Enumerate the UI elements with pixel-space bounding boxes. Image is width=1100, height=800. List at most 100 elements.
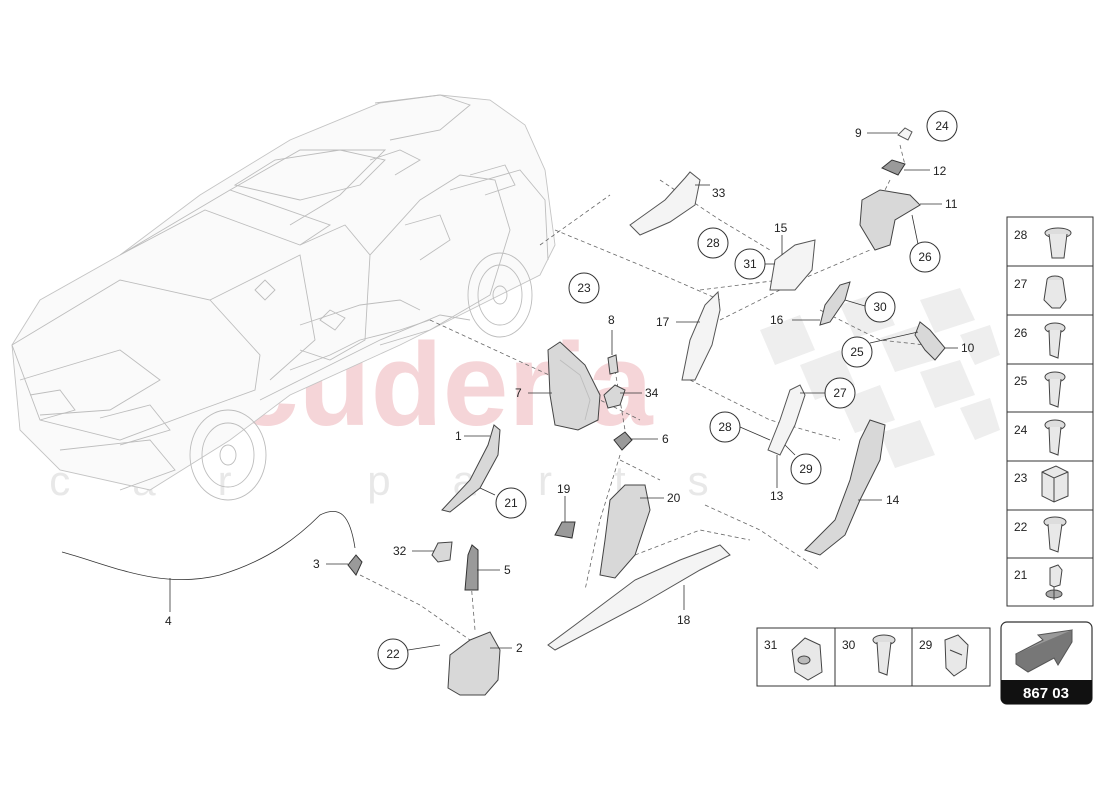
circled-31: 31 [734,248,775,280]
fastener-row-24: 24 [1014,419,1066,456]
svg-text:28: 28 [1014,228,1028,242]
svg-text:19: 19 [557,482,571,496]
part-34 [603,384,626,409]
part-33 [629,171,701,236]
fastener-row-28: 28 [1014,227,1072,259]
callout-34: 34 [620,386,659,400]
svg-text:23: 23 [577,281,591,295]
part-8 [607,354,619,375]
fastener-row-25: 25 [1014,371,1066,408]
checker-flag-watermark [760,288,1000,468]
part-3 [347,554,363,576]
circled-26: 26 [909,214,941,273]
callout-18: 18 [677,585,691,627]
callout-33: 33 [712,186,726,200]
fastener-31: 31 [764,637,823,681]
svg-text:1: 1 [455,429,462,443]
svg-text:3: 3 [313,557,320,571]
fastener-row-23: 23 [1014,465,1069,503]
part-12 [881,159,906,176]
svg-text:31: 31 [743,257,757,271]
svg-text:27: 27 [833,386,847,400]
svg-text:22: 22 [386,647,400,661]
svg-text:21: 21 [504,496,518,510]
part-11 [859,189,921,251]
fastener-row-21: 21 [1014,564,1063,600]
callout-1: 1 [455,429,490,443]
fastener-29: 29 [919,634,969,677]
callout-6: 6 [630,432,669,446]
svg-text:24: 24 [935,119,949,133]
svg-text:27: 27 [1014,277,1028,291]
callout-5: 5 [477,563,511,577]
svg-text:8: 8 [608,313,615,327]
svg-text:14: 14 [886,493,900,507]
callout-8: 8 [608,313,615,355]
callout-32: 32 [393,544,434,558]
screw-30-icon [872,634,896,676]
callout-2: 2 [490,641,523,655]
circled-28-top: 28 [697,227,729,259]
screw-22-icon [1043,516,1067,553]
callout-19: 19 [557,482,571,522]
circled-23: 23 [568,272,600,304]
part-15 [769,239,816,291]
clip-29-icon [944,634,969,677]
circled-references: 24 26 28 31 30 25 23 27 28 29 21 22 [377,110,958,670]
callout-11: 11 [920,197,958,211]
part-20 [599,484,651,579]
screw-25-icon [1044,371,1066,408]
svg-text:11: 11 [945,197,958,211]
callout-14: 14 [858,493,900,507]
fastener-row-27: 27 [1014,275,1067,309]
circled-29: 29 [784,444,822,485]
svg-text:25: 25 [850,345,864,359]
clip-27-icon [1043,275,1067,309]
screw-28-icon [1044,227,1072,259]
svg-text:23: 23 [1014,471,1028,485]
callout-3: 3 [313,557,348,571]
callout-16: 16 [770,313,820,327]
svg-text:18: 18 [677,613,691,627]
fastener-table: 28 27 26 25 [1006,216,1094,607]
circled-27: 27 [800,377,856,409]
svg-text:7: 7 [515,386,522,400]
svg-text:28: 28 [706,236,720,250]
svg-text:20: 20 [667,491,681,505]
circled-30: 30 [844,291,896,323]
svg-text:5: 5 [504,563,511,577]
clip-21-icon [1045,564,1063,600]
svg-text:6: 6 [662,432,669,446]
part-14 [804,419,886,556]
svg-text:34: 34 [645,386,659,400]
svg-text:30: 30 [873,300,887,314]
callout-15: 15 [774,221,788,255]
callouts: 33 9 12 11 15 16 10 17 8 7 34 1 6 13 14 … [165,126,975,655]
part-19 [554,521,576,539]
screw-24-icon [1044,419,1066,456]
svg-text:2: 2 [516,641,523,655]
svg-text:21: 21 [1014,568,1028,582]
circled-25: 25 [841,331,919,368]
callout-20: 20 [640,491,681,505]
clip-23-icon [1041,465,1069,503]
fastener-table-bottom: 31 30 29 [756,627,991,687]
part-7 [547,341,601,431]
svg-text:16: 16 [770,313,784,327]
diagram-code-box[interactable]: 867 03 [1000,621,1093,705]
svg-text:10: 10 [961,341,975,355]
fastener-row-22: 22 [1014,516,1067,553]
circled-22: 22 [377,638,441,670]
part-32 [431,541,453,563]
callout-4: 4 [165,578,172,628]
part-5 [464,544,479,591]
part-6 [613,431,633,451]
svg-text:13: 13 [770,489,784,503]
svg-text:33: 33 [712,186,726,200]
svg-text:32: 32 [393,544,407,558]
part-9 [897,127,913,141]
callout-10: 10 [945,341,975,355]
fastener-30: 30 [842,634,896,676]
callout-9: 9 [855,126,898,140]
